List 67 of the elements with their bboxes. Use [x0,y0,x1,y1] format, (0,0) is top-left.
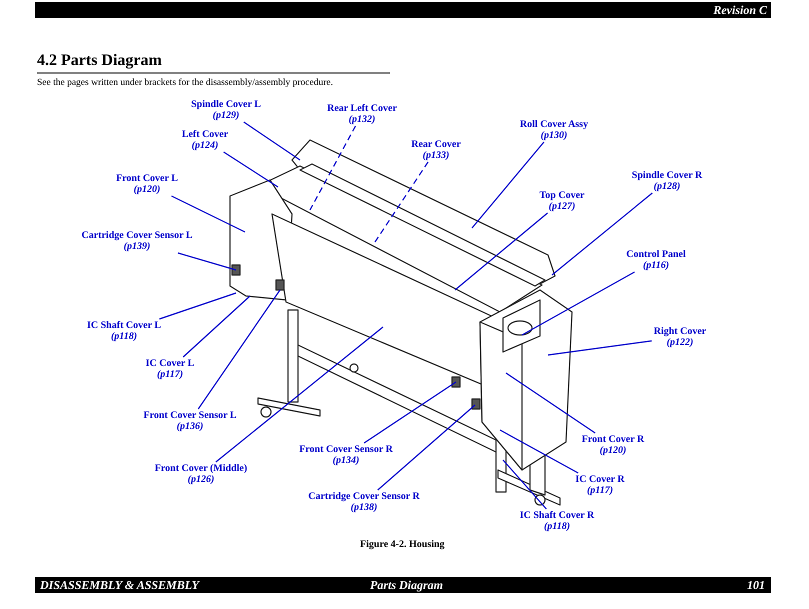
page-reference: (p132) [348,114,376,125]
page-reference: (p127) [548,201,576,212]
part-name: Rear Cover [411,139,461,150]
part-name: Cartridge Cover Sensor L [82,230,192,241]
leader-line [502,460,547,510]
leader-line [374,162,429,242]
leader-line [178,252,236,271]
footer-title: Parts Diagram [370,577,444,593]
page-reference: (p134) [332,455,360,466]
page-reference: (p133) [422,150,450,161]
part-name: IC Cover L [146,358,194,369]
leader-line [182,296,250,358]
leader-line [522,271,635,336]
leader-line [159,292,236,320]
page-reference: (p129) [212,110,240,121]
leader-line [548,340,652,356]
leader-line [552,192,653,276]
page-reference: (p136) [176,421,204,432]
part-name: Roll Cover Assy [520,119,588,130]
part-name: IC Shaft Cover L [87,320,161,331]
figure-caption: Figure 4-2. Housing [360,539,445,550]
leader-line [506,372,596,434]
leader-line [309,126,356,210]
revision-label: Revision C [713,2,767,18]
part-name: Rear Left Cover [327,103,397,114]
part-name: Front Cover L [116,173,178,184]
page-reference: (p117) [586,485,614,496]
instruction-note: See the pages written under brackets for the disassembly/assembly procedure. [37,78,333,88]
part-name: Spindle Cover R [632,170,702,181]
part-name: Front Cover Sensor R [299,444,393,455]
leader-line [223,152,278,188]
page-reference: (p118) [542,521,572,532]
part-name: Top Cover [540,190,584,201]
part-name: Front Cover Sensor L [143,410,237,421]
page-reference: (p118) [110,331,138,342]
leader-line [215,326,384,462]
part-name: Right Cover [654,326,706,337]
leader-line [500,429,578,474]
page-reference: (p126) [186,474,216,485]
leader-line [454,212,548,290]
leader-line [198,290,280,410]
part-name: Left Cover [182,129,228,140]
page-reference: (p128) [652,181,682,192]
page-reference: (p139) [122,241,152,252]
part-name: Cartridge Cover Sensor R [308,491,420,502]
section-title: 4.2 Parts Diagram [37,52,162,70]
page-reference: (p138) [350,502,378,513]
page-reference: (p116) [642,260,670,271]
part-name: Front Cover (Middle) [154,463,248,474]
part-name: Control Panel [626,249,686,260]
page-reference: (p130) [540,130,568,141]
page-reference: (p124) [190,140,220,151]
page-reference: (p117) [156,369,184,380]
part-name: IC Cover R [575,474,625,485]
leader-line [472,142,544,228]
leader-line [364,382,456,444]
part-name: IC Shaft Cover R [520,510,594,521]
page-reference: (p120) [132,184,162,195]
leader-line [171,195,246,233]
page-number: 101 [747,577,765,593]
leader-line [377,404,476,490]
leader-line [243,122,300,160]
part-name: Spindle Cover L [191,99,261,110]
part-name: Front Cover R [582,434,644,445]
page-reference: (p120) [598,445,628,456]
page-reference: (p122) [666,337,694,348]
footer-section: DISASSEMBLY & ASSEMBLY [40,577,199,593]
